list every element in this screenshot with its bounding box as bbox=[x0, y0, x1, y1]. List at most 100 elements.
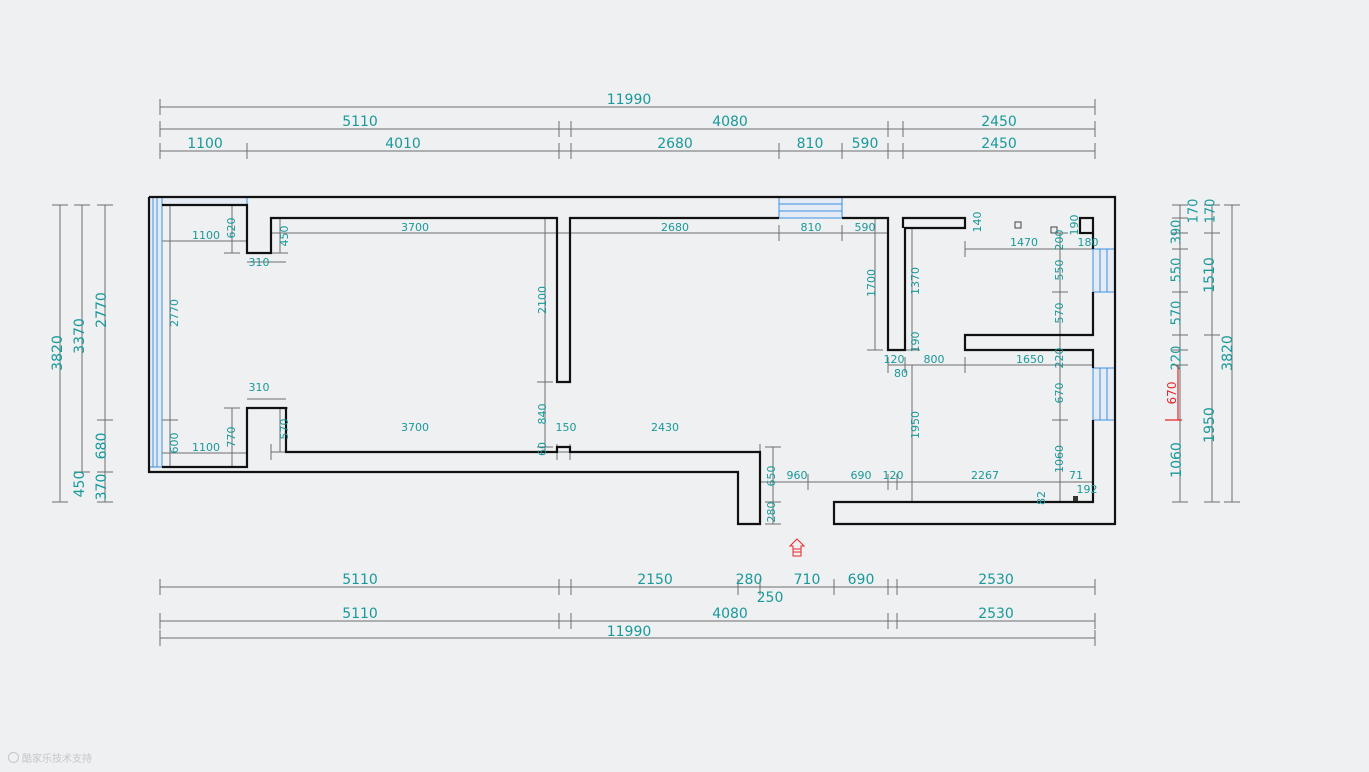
dimension-label: 550 bbox=[1053, 260, 1066, 281]
dimension-label: 1100 bbox=[192, 229, 220, 242]
dimension-label: 550 bbox=[1170, 258, 1185, 283]
dimension-lines bbox=[52, 99, 1240, 646]
dimension-label: 2100 bbox=[536, 286, 549, 314]
dimension-label: 190 bbox=[1068, 215, 1081, 236]
dimension-label: 810 bbox=[797, 136, 824, 152]
dimension-label: 3370 bbox=[72, 318, 88, 354]
dimension-label: 5110 bbox=[342, 572, 378, 588]
dimension-label: 590 bbox=[852, 136, 879, 152]
dimension-label: 3700 bbox=[401, 221, 429, 234]
dimension-label: 1100 bbox=[192, 441, 220, 454]
dimension-label: 770 bbox=[225, 427, 238, 448]
window-right-lower bbox=[1092, 367, 1116, 421]
window-right-upper bbox=[1092, 248, 1116, 293]
dimension-label: 680 bbox=[94, 433, 110, 460]
dimension-label: 170 bbox=[1204, 199, 1219, 224]
highlight-dimension: 670 bbox=[1165, 365, 1182, 421]
dimension-label: 1060 bbox=[1053, 445, 1066, 473]
dimension-label: 1950 bbox=[909, 411, 922, 439]
dimension-label: 1370 bbox=[909, 267, 922, 295]
dimension-label: 71 bbox=[1069, 469, 1083, 482]
dimension-label: 310 bbox=[249, 256, 270, 269]
dimension-label: 2267 bbox=[971, 469, 999, 482]
dimension-label: 120 bbox=[884, 353, 905, 366]
dimension-label: 310 bbox=[249, 381, 270, 394]
dimension-label: 5110 bbox=[342, 606, 378, 622]
dimension-label: 690 bbox=[851, 469, 872, 482]
dimension-label: 2150 bbox=[637, 572, 673, 588]
dimension-label: 190 bbox=[909, 332, 922, 353]
dimension-label: 3820 bbox=[1220, 335, 1236, 371]
entrance-arrow-icon[interactable] bbox=[788, 538, 806, 557]
dimension-label: 1100 bbox=[187, 136, 223, 152]
dimension-label: 650 bbox=[765, 466, 778, 487]
footer-credit: 酷家乐技术支持 bbox=[8, 750, 92, 765]
dimension-label: 192 bbox=[1077, 483, 1098, 496]
dimension-label: 800 bbox=[924, 353, 945, 366]
dimension-label: 2450 bbox=[981, 114, 1017, 130]
window-top bbox=[778, 196, 843, 219]
dimension-label: 450 bbox=[72, 471, 88, 498]
dimension-label: 140 bbox=[971, 212, 984, 233]
dimension-label: 590 bbox=[855, 221, 876, 234]
dimension-label: 3820 bbox=[50, 335, 66, 371]
dimension-label: 2530 bbox=[978, 572, 1014, 588]
dimension-label: 2680 bbox=[661, 221, 689, 234]
dimension-label: 1700 bbox=[865, 269, 878, 297]
dimension-label: 2430 bbox=[651, 421, 679, 434]
logo-icon bbox=[8, 752, 19, 763]
dimension-label: 2680 bbox=[657, 136, 693, 152]
dimension-label: 670 bbox=[1053, 383, 1066, 404]
walls bbox=[147, 195, 1117, 526]
dimension-label: 4080 bbox=[712, 606, 748, 622]
dimension-label: 1060 bbox=[1169, 442, 1185, 478]
dimension-label: 11990 bbox=[607, 624, 652, 640]
dimension-label: 620 bbox=[225, 218, 238, 239]
window-left bbox=[148, 196, 163, 468]
dimension-label: 4080 bbox=[712, 114, 748, 130]
dimension-label: 250 bbox=[757, 590, 784, 606]
windows bbox=[148, 196, 1116, 468]
dimension-label: 450 bbox=[278, 226, 291, 247]
dimension-label: 690 bbox=[848, 572, 875, 588]
dimension-label: 60 bbox=[536, 442, 549, 456]
dimension-label: 220 bbox=[1053, 348, 1066, 369]
dimension-labels: 11990 5110 4080 2450 1100 4010 2680 810 590 2450 5… bbox=[50, 92, 1236, 640]
dimension-label: 1650 bbox=[1016, 353, 1044, 366]
dimension-label: 2530 bbox=[978, 606, 1014, 622]
dimension-label: 2450 bbox=[981, 136, 1017, 152]
dimension-label: 810 bbox=[801, 221, 822, 234]
dimension-label: 840 bbox=[536, 404, 549, 425]
dimension-label: 600 bbox=[168, 433, 181, 454]
dimension-label: 80 bbox=[894, 367, 908, 380]
dimension-label: 1950 bbox=[1202, 407, 1218, 443]
dimension-label: 3700 bbox=[401, 421, 429, 434]
dimension-label: 2770 bbox=[94, 292, 110, 328]
dimension-label: 11990 bbox=[607, 92, 652, 108]
dimension-label: 280 bbox=[765, 502, 778, 523]
dimension-label: 570 bbox=[278, 419, 291, 440]
window-top-left bbox=[161, 196, 248, 206]
dimension-label: 390 bbox=[1170, 220, 1185, 245]
dimension-label: 280 bbox=[736, 572, 763, 588]
dimension-label: 170 bbox=[1187, 199, 1202, 224]
dimension-label: 570 bbox=[1170, 301, 1185, 326]
dimension-label: 710 bbox=[794, 572, 821, 588]
dimension-label: 4010 bbox=[385, 136, 421, 152]
dimension-label: 2770 bbox=[168, 299, 181, 327]
dimension-label: 150 bbox=[556, 421, 577, 434]
dimension-label: 1510 bbox=[1202, 257, 1218, 293]
dimension-label: 220 bbox=[1170, 346, 1185, 371]
dimension-label: 82 bbox=[1035, 491, 1048, 505]
dimension-label: 570 bbox=[1053, 303, 1066, 324]
dimension-label: 960 bbox=[787, 469, 808, 482]
dimension-label: 200 bbox=[1053, 230, 1066, 251]
footer-text: 酷家乐技术支持 bbox=[22, 754, 92, 765]
dimension-label: 370 bbox=[94, 474, 110, 501]
dimension-label: 180 bbox=[1078, 236, 1099, 249]
highlight-dim-label: 670 bbox=[1165, 382, 1179, 405]
dimension-label: 120 bbox=[883, 469, 904, 482]
dimension-label: 5110 bbox=[342, 114, 378, 130]
